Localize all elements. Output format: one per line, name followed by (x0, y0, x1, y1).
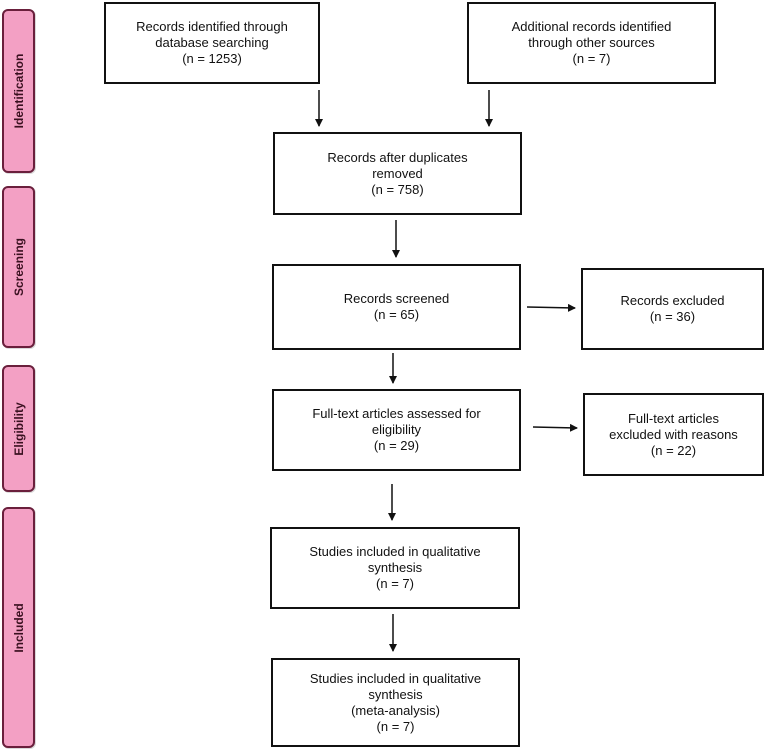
duplicates-count: (n = 758) (371, 181, 424, 197)
other-sources-count: (n = 7) (572, 51, 611, 66)
database-line-2: database searching (155, 35, 269, 50)
database-line-1: Records identified through (136, 19, 288, 34)
other-sources-line-2: through other sources (528, 35, 655, 50)
fulltext-excluded-count: (n = 22) (650, 442, 697, 458)
excluded-count: (n = 36) (649, 309, 696, 324)
meta-line-3: (meta-analysis) (351, 702, 440, 718)
box-duplicates-removed: Records after duplicates removed (n = 75… (273, 132, 522, 215)
box-fulltext-assessed: Full-text articles assessed for eligibil… (272, 389, 521, 471)
database-count: (n = 1253) (182, 51, 242, 66)
phase-included: Included (2, 507, 35, 748)
meta-line-2: synthesis (368, 686, 423, 702)
box-records-excluded: Records excluded (n = 36) (581, 268, 764, 350)
box-other-sources: Additional records identified through ot… (467, 2, 716, 84)
box-meta-analysis: Studies included in qualitative synthesi… (271, 658, 520, 747)
arrow-fulltext-to-excluded (532, 423, 578, 432)
box-records-screened: Records screened (n = 65) (272, 264, 521, 350)
fulltext-assessed-count: (n = 29) (373, 438, 420, 453)
screened-count: (n = 65) (373, 307, 420, 322)
qualitative-line-1: Studies included in qualitative (309, 544, 481, 559)
screened-line-1: Records screened (343, 291, 450, 306)
fulltext-excluded-line-2: excluded with reasons (609, 426, 738, 442)
duplicates-line-1: Records after duplicates (327, 149, 468, 165)
qualitative-count: (n = 7) (376, 576, 414, 591)
fulltext-excluded-line-1: Full-text articles (627, 410, 720, 426)
phase-eligibility: Eligibility (2, 365, 35, 492)
duplicates-line-2: removed (372, 165, 423, 181)
arrow-screened-to-excluded (526, 303, 576, 312)
phase-identification: Identification (2, 9, 35, 173)
phase-screening: Screening (2, 186, 35, 348)
fulltext-assessed-line-1: Full-text articles assessed for (312, 406, 481, 421)
box-database-records: Records identified through database sear… (104, 2, 320, 84)
fulltext-assessed-line-2: eligibility (371, 422, 422, 437)
excluded-line-1: Records excluded (620, 293, 725, 308)
other-sources-line-1: Additional records identified (511, 19, 672, 34)
box-qualitative-synthesis: Studies included in qualitative synthesi… (270, 527, 520, 609)
meta-line-1: Studies included in qualitative (309, 670, 482, 686)
qualitative-line-2: synthesis (367, 560, 423, 575)
meta-count: (n = 7) (376, 718, 415, 734)
box-fulltext-excluded: Full-text articles excluded with reasons… (583, 393, 764, 476)
